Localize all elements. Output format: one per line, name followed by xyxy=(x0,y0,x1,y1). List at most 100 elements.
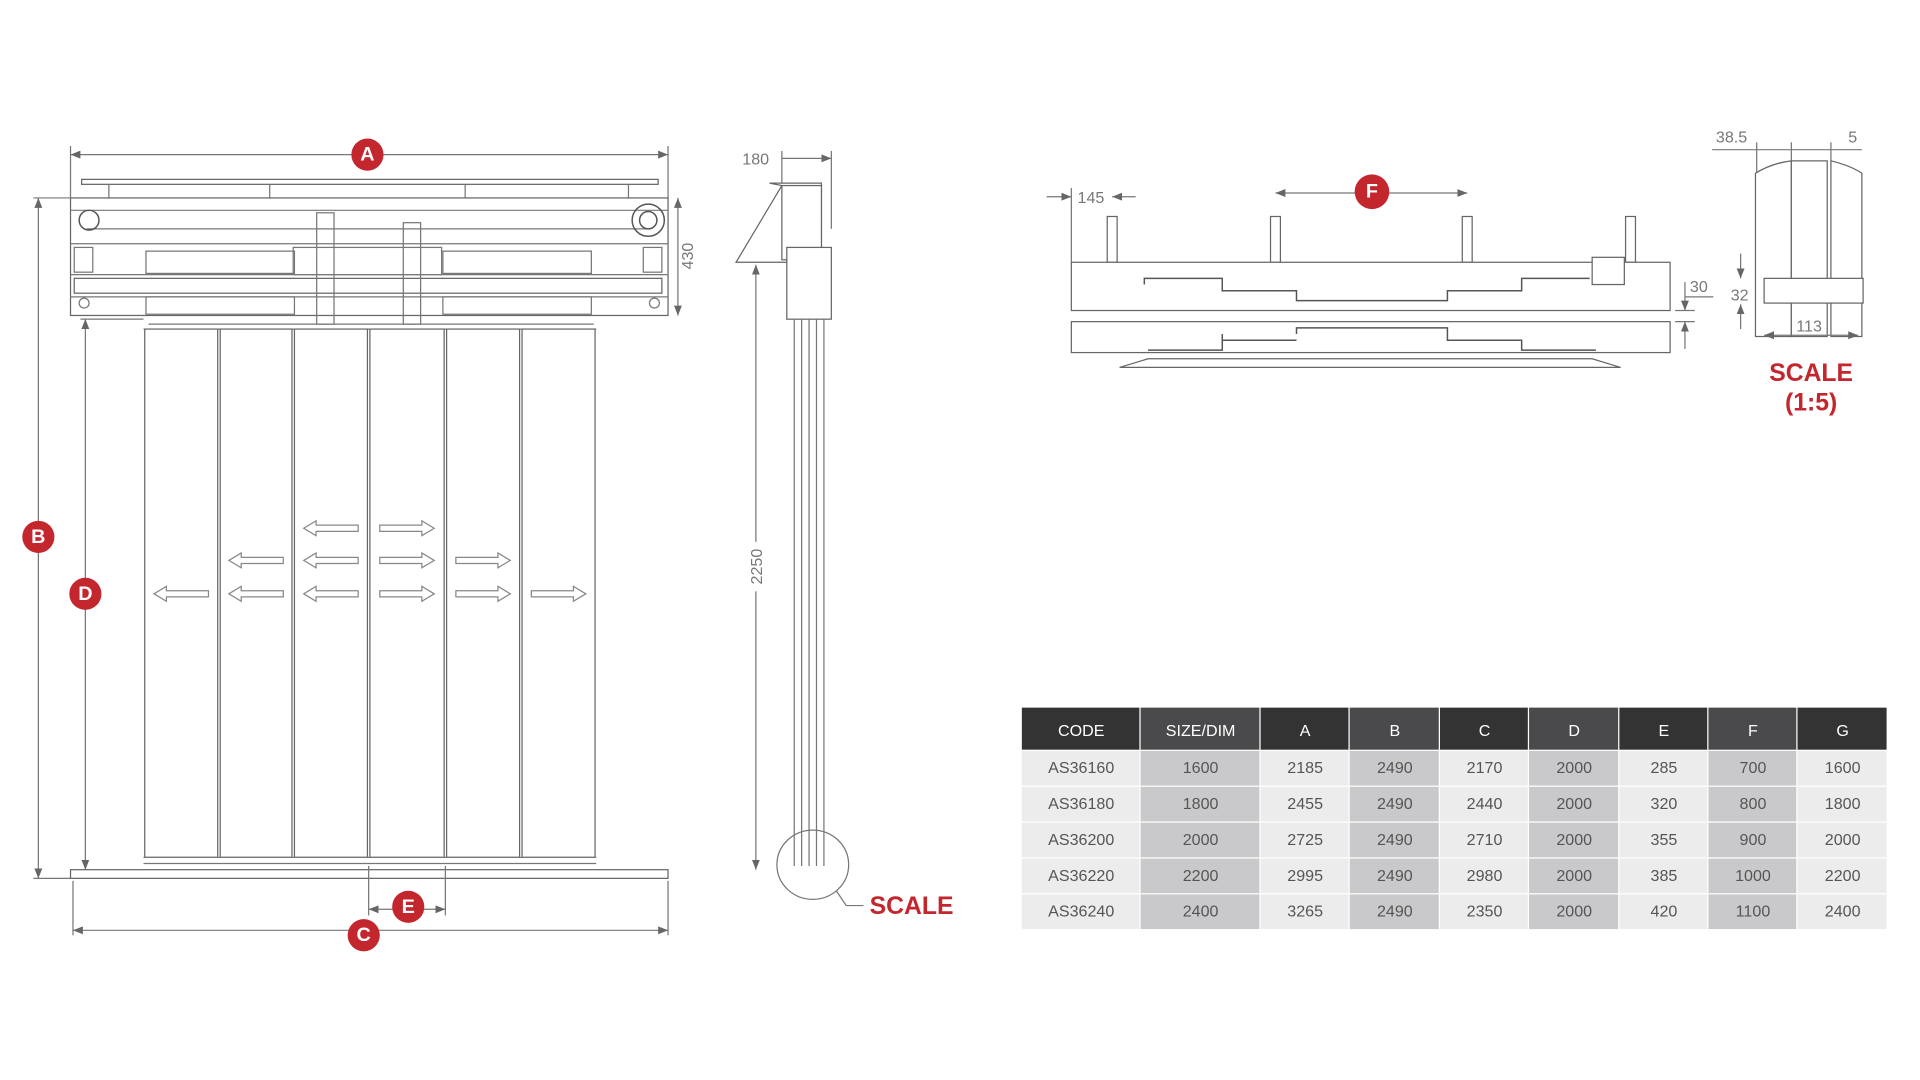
table-cell xyxy=(1529,750,1619,786)
table-cell-value: 1100 xyxy=(1736,903,1771,921)
table-cell xyxy=(1797,858,1887,894)
table-header-label: D xyxy=(1568,722,1580,740)
table-cell-value: 2710 xyxy=(1467,831,1503,849)
table-cell-value: 900 xyxy=(1740,831,1767,849)
arrow-right-icon xyxy=(379,551,436,569)
dimension-430-label: 430 xyxy=(679,243,697,270)
table-cell xyxy=(1708,858,1797,894)
table-cell-value: 2725 xyxy=(1287,831,1323,849)
label-badge-a: A xyxy=(351,138,384,171)
table-cell xyxy=(1529,786,1619,822)
table-cell xyxy=(1619,786,1708,822)
table-cell xyxy=(1619,822,1708,858)
table-cell xyxy=(1619,894,1708,930)
table-cell-value: 2000 xyxy=(1556,759,1592,777)
table-header-label: C xyxy=(1479,722,1491,740)
arrow-left-icon xyxy=(302,585,359,603)
table-header-label: E xyxy=(1659,722,1670,740)
table-cell-value: 1800 xyxy=(1825,795,1861,813)
side-view: 180 2250 SCALE xyxy=(734,151,954,920)
door-panels xyxy=(144,328,596,858)
table-cell xyxy=(1797,786,1887,822)
table-cell-value: AS36240 xyxy=(1048,903,1114,921)
table-cell xyxy=(1349,786,1439,822)
profile-detail-view: 38.5 5 32 113 SCALE (1:5) xyxy=(1712,128,1864,417)
table-cell-value: 420 xyxy=(1651,903,1678,921)
svg-text:D: D xyxy=(78,583,92,605)
detail-scale-ratio: (1:5) xyxy=(1785,390,1837,417)
table-cell xyxy=(1260,750,1349,786)
table-cell xyxy=(1529,822,1619,858)
arrow-left-icon xyxy=(302,551,359,569)
table-cell xyxy=(1797,822,1887,858)
table-cell xyxy=(1021,858,1140,894)
table-cell-value: 2200 xyxy=(1825,867,1861,885)
table-cell-value: 2400 xyxy=(1183,903,1219,921)
table-header-cell xyxy=(1440,707,1528,750)
table-cell-value: AS36200 xyxy=(1048,831,1114,849)
floor-sill xyxy=(69,869,669,879)
table-cell xyxy=(1440,750,1528,786)
dimension-5-label: 5 xyxy=(1848,128,1857,146)
header-mechanism xyxy=(69,197,669,317)
upper-track xyxy=(1070,261,1671,312)
label-badge-c: C xyxy=(347,919,380,952)
table-header-cell xyxy=(1529,707,1619,750)
motor-pulley-icon xyxy=(631,203,666,238)
table-cell-value: 355 xyxy=(1651,831,1678,849)
svg-text:C: C xyxy=(357,924,371,946)
table-cell xyxy=(1021,750,1140,786)
pulley-icon xyxy=(78,209,100,231)
table-cell xyxy=(1140,894,1260,930)
table-cell xyxy=(1140,822,1260,858)
table-cell-value: 2490 xyxy=(1377,795,1413,813)
dimension-38-5-label: 38.5 xyxy=(1716,128,1747,146)
table-cell-value: 2000 xyxy=(1825,831,1861,849)
table-header-cell xyxy=(1797,707,1887,750)
label-badge-b: B xyxy=(22,520,55,553)
arrow-right-icon xyxy=(530,585,587,603)
table-header-cell xyxy=(1619,707,1708,750)
table-cell xyxy=(1440,894,1528,930)
table-cell xyxy=(1349,750,1439,786)
table-header-cell xyxy=(1140,707,1260,750)
table-cell-value: 2185 xyxy=(1287,759,1323,777)
table-cell xyxy=(1708,894,1797,930)
table-cell-value: 1800 xyxy=(1183,795,1219,813)
top-bracket-bar xyxy=(81,178,659,185)
table-cell-value: 2400 xyxy=(1825,903,1861,921)
table-header-label: A xyxy=(1300,722,1311,740)
table-cell xyxy=(1260,822,1349,858)
table-header-cell xyxy=(1708,707,1797,750)
table-header-cell xyxy=(1349,707,1439,750)
table-cell xyxy=(1440,858,1528,894)
arrow-left-icon xyxy=(302,519,359,537)
table-cell xyxy=(1140,786,1260,822)
table-header-cell xyxy=(1260,707,1349,750)
table-cell-value: 2440 xyxy=(1467,795,1503,813)
table-cell xyxy=(1440,786,1528,822)
table-cell-value: 2455 xyxy=(1287,795,1323,813)
table-cell-value: 2000 xyxy=(1556,867,1592,885)
table-header-label: B xyxy=(1389,722,1400,740)
arrow-right-icon xyxy=(455,585,512,603)
scale-callout-label: SCALE xyxy=(870,893,954,920)
table-cell-value: 285 xyxy=(1651,759,1678,777)
arrow-left-icon xyxy=(227,585,284,603)
table-cell xyxy=(1349,894,1439,930)
table-cell-value: 385 xyxy=(1651,867,1678,885)
table-cell-value: 2490 xyxy=(1377,759,1413,777)
table-cell-value: 3265 xyxy=(1287,903,1323,921)
table-cell-value: 2170 xyxy=(1467,759,1503,777)
track-section-view: 145 F 30 xyxy=(1046,174,1714,369)
direction-arrows xyxy=(152,519,587,603)
table-cell-value: 2490 xyxy=(1377,831,1413,849)
dimension-113-label: 113 xyxy=(1796,318,1822,336)
table-cell-value: 2490 xyxy=(1377,867,1413,885)
table-cell xyxy=(1140,750,1260,786)
dimension-180-label: 180 xyxy=(742,151,769,169)
detail-circle xyxy=(776,829,850,900)
